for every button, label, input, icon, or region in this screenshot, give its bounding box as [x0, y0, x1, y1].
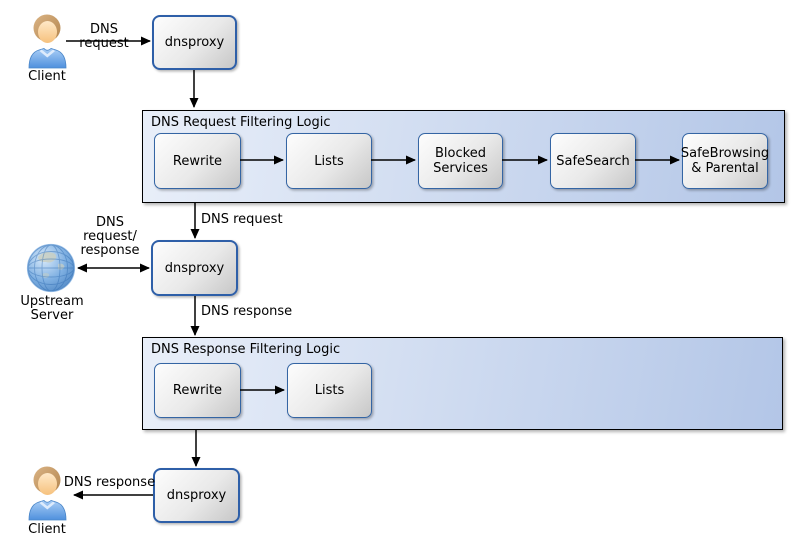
edge-label-client-request: DNS request: [79, 22, 129, 51]
dnsproxy-node-top: dnsproxy: [152, 15, 237, 70]
edge-label-response-to-client: DNS response: [63, 475, 156, 490]
client-bottom-person-icon: [26, 464, 68, 521]
filter-box-lists-response: Lists: [287, 363, 372, 418]
filter-box-blocked-services: Blocked Services: [418, 133, 503, 189]
filter-box-safebrowsing-parental: SafeBrowsing & Parental: [681, 133, 769, 189]
filter-box-lists-request: Lists: [286, 133, 372, 189]
filter-box-rewrite-response: Rewrite: [154, 363, 241, 418]
upstream-server-label: Upstream Server: [20, 294, 84, 323]
person-icon: [28, 14, 67, 69]
dnsproxy-node-bottom: dnsproxy: [153, 468, 240, 523]
edge-label-response-from-proxy: DNS response: [201, 304, 293, 319]
client-top-label: Client: [28, 69, 66, 84]
dns-response-filtering-group: DNS Response Filtering Logic Rewrite Lis…: [142, 337, 783, 430]
dns-request-filtering-title: DNS Request Filtering Logic: [151, 115, 331, 130]
edge-label-request-to-filter: DNS request: [201, 212, 283, 227]
edge-label-upstream-exchange: DNS request/ response: [80, 215, 140, 258]
filter-box-rewrite-request: Rewrite: [154, 133, 241, 189]
dnsproxy-node-middle: dnsproxy: [151, 240, 238, 296]
globe-icon: [26, 243, 76, 293]
person-icon: [28, 466, 67, 521]
client-bottom-label: Client: [28, 522, 66, 537]
dns-response-filtering-title: DNS Response Filtering Logic: [151, 342, 341, 357]
client-top-person-icon: [26, 12, 68, 69]
dns-request-filtering-group: DNS Request Filtering Logic Rewrite List…: [142, 110, 785, 203]
filter-box-safesearch: SafeSearch: [550, 133, 636, 189]
upstream-globe-icon: [26, 243, 76, 293]
